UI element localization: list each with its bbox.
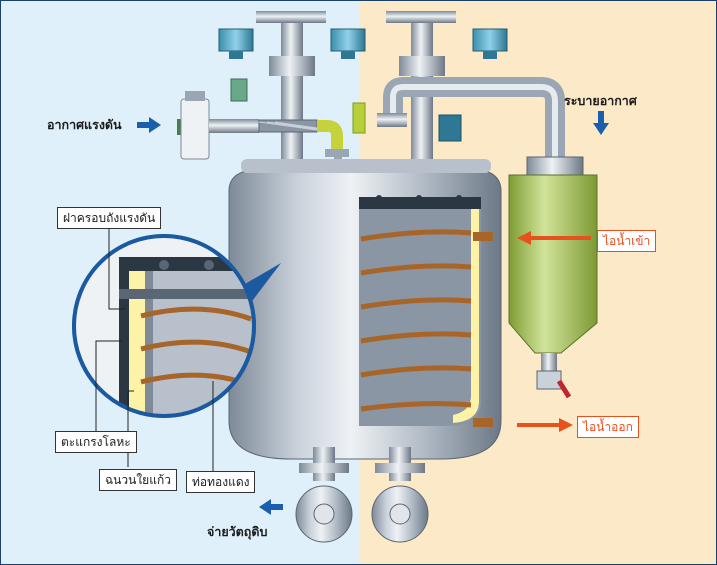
label-pressure-lid: ฝาครอบถังแรงดัน	[57, 207, 162, 229]
pressure-valve	[352, 102, 366, 134]
label-discharge: จ่ายวัตถุดิบ	[207, 524, 268, 539]
label-glass-wool: ฉนวนใยแก้ว	[99, 469, 177, 491]
instrument-box-left-1	[218, 28, 254, 59]
pressure-tank	[228, 159, 502, 460]
bottom-outlets	[295, 447, 429, 543]
instrument-box-left-2	[330, 28, 366, 59]
vent-valve	[438, 114, 462, 142]
separator-tank	[508, 156, 598, 399]
label-pressurized-air: อากาศแรงดัน	[47, 117, 122, 132]
label-copper-pipe: ท่อทองแดง	[186, 471, 256, 493]
instrument-box-right	[472, 28, 508, 59]
left-top-pipe	[281, 21, 303, 171]
label-steam-out: ไอน้ำออก	[577, 416, 639, 438]
label-metal-basket: ตะแกรงโลหะ	[55, 431, 137, 453]
copper-coils	[360, 229, 472, 412]
label-air-vent: ระบายอากาศ	[564, 93, 637, 108]
label-steam-in: ไอน้ำเข้า	[597, 230, 657, 252]
zoom-detail	[72, 234, 256, 418]
air-inlet-assembly	[177, 78, 349, 168]
